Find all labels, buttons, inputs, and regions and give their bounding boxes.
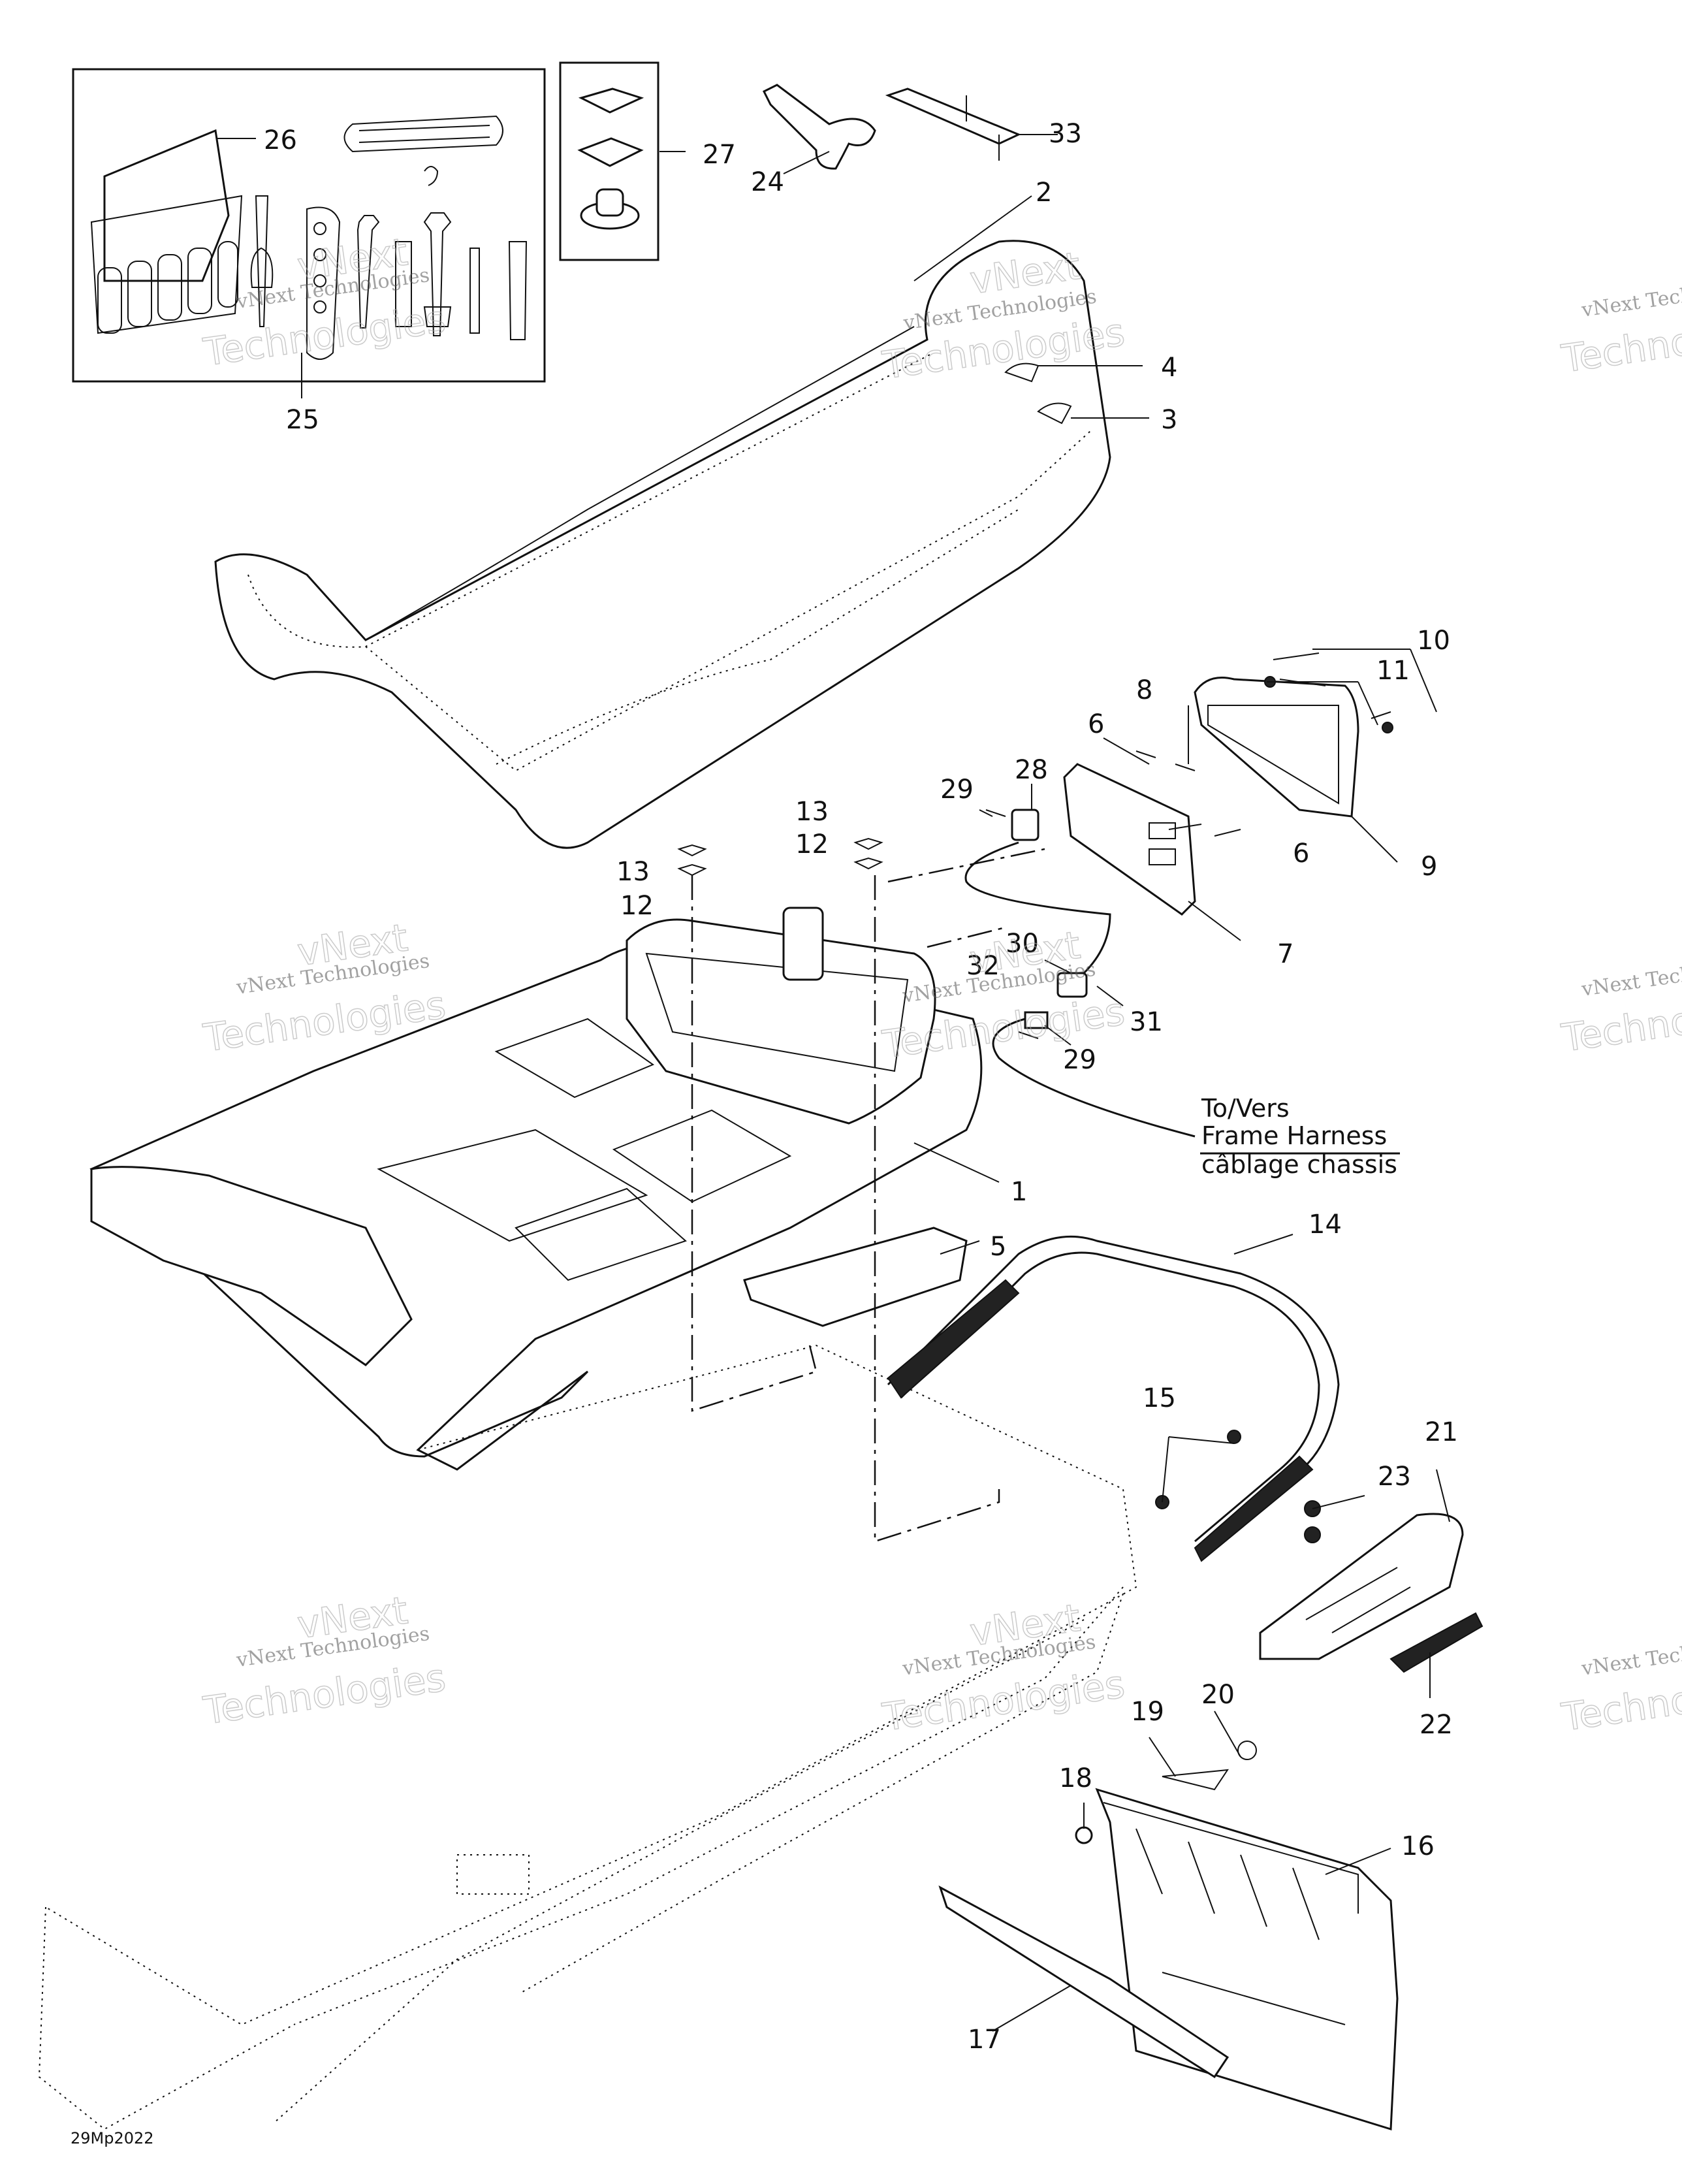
callout-32: 32 (966, 951, 1000, 981)
callout-27: 27 (703, 140, 736, 170)
tool-set (250, 195, 528, 360)
callout-13b: 13 (795, 797, 829, 827)
harness-note-line1: To/Vers (1201, 1094, 1290, 1123)
callout-14: 14 (1309, 1210, 1342, 1240)
callout-5: 5 (990, 1232, 1006, 1262)
callout-15: 15 (1143, 1383, 1176, 1413)
reflector-assembly (1259, 1500, 1484, 1673)
callout-6b: 6 (1293, 839, 1309, 869)
callout-33: 33 (1049, 119, 1082, 149)
tool-kit-inset (72, 68, 546, 383)
front-flap (90, 1166, 413, 1366)
callout-25: 25 (286, 405, 319, 435)
callout-18: 18 (1059, 1763, 1092, 1793)
callout-1: 1 (1011, 1177, 1027, 1207)
callout-21: 21 (1425, 1417, 1458, 1447)
watermark-text: vNext Technologies (1579, 272, 1682, 322)
callout-29a: 29 (940, 775, 974, 805)
assembly-guides (691, 848, 1045, 1543)
tow-rope (343, 115, 503, 153)
callout-11: 11 (1376, 656, 1410, 686)
callout-7: 7 (1277, 939, 1293, 969)
rear-tunnel-assembly (89, 837, 983, 1471)
grab-handle-tube (887, 1235, 1340, 1556)
wrench-24 (762, 84, 876, 170)
callout-17: 17 (968, 2025, 1001, 2055)
tunnel-outline (38, 1344, 1137, 2130)
watermark-text: vNext Technologies (1579, 952, 1682, 1001)
callout-19: 19 (1131, 1697, 1164, 1727)
callout-2: 2 (1036, 178, 1052, 208)
callout-22: 22 (1420, 1710, 1453, 1740)
callout-12b: 12 (795, 829, 829, 859)
harness-note: To/Vers Frame Harness câblage chassis (1200, 1094, 1400, 1179)
callout-23: 23 (1378, 1462, 1411, 1492)
tail-light-assembly (1063, 652, 1393, 916)
callout-29b: 29 (1063, 1045, 1096, 1075)
tail-light-base (1063, 763, 1196, 916)
leader-lines (217, 134, 1450, 2032)
harness-note-line3: câblage chassis (1201, 1150, 1397, 1179)
snow-flap-assembly (938, 1741, 1399, 2131)
callout-10: 10 (1417, 626, 1450, 656)
callout-30: 30 (1006, 929, 1039, 959)
tool-pouch (103, 129, 230, 282)
callout-labels: 1 2 3 4 5 6 6 7 8 9 10 11 12 12 13 13 14… (264, 119, 1458, 2055)
plate-5 (743, 1227, 968, 1327)
watermark-text: vNext Technologies (1579, 1631, 1682, 1680)
callout-8: 8 (1136, 675, 1152, 705)
callout-31: 31 (1130, 1007, 1163, 1037)
grab-handle (887, 1235, 1340, 1562)
mud-flap-17 (938, 1885, 1230, 2079)
harness-note-line2: Frame Harness (1201, 1121, 1387, 1150)
spare-parts-inset (559, 61, 659, 261)
seat-assembly (214, 240, 1111, 849)
callout-20: 20 (1201, 1680, 1235, 1710)
tail-light-housing (1194, 677, 1359, 818)
callout-13a: 13 (616, 857, 650, 887)
callout-12a: 12 (620, 891, 654, 921)
storage-box (626, 918, 936, 1125)
callout-6a: 6 (1088, 709, 1104, 739)
callout-24: 24 (751, 167, 784, 197)
callout-3: 3 (1161, 405, 1177, 435)
callout-9: 9 (1421, 852, 1437, 882)
callout-26: 26 (264, 125, 297, 155)
wiring-harness (964, 809, 1196, 1138)
callout-16: 16 (1401, 1831, 1435, 1861)
callout-4: 4 (1161, 353, 1177, 383)
drawing-reference: 29Mp2022 (71, 2129, 154, 2147)
callout-28: 28 (1015, 755, 1048, 785)
